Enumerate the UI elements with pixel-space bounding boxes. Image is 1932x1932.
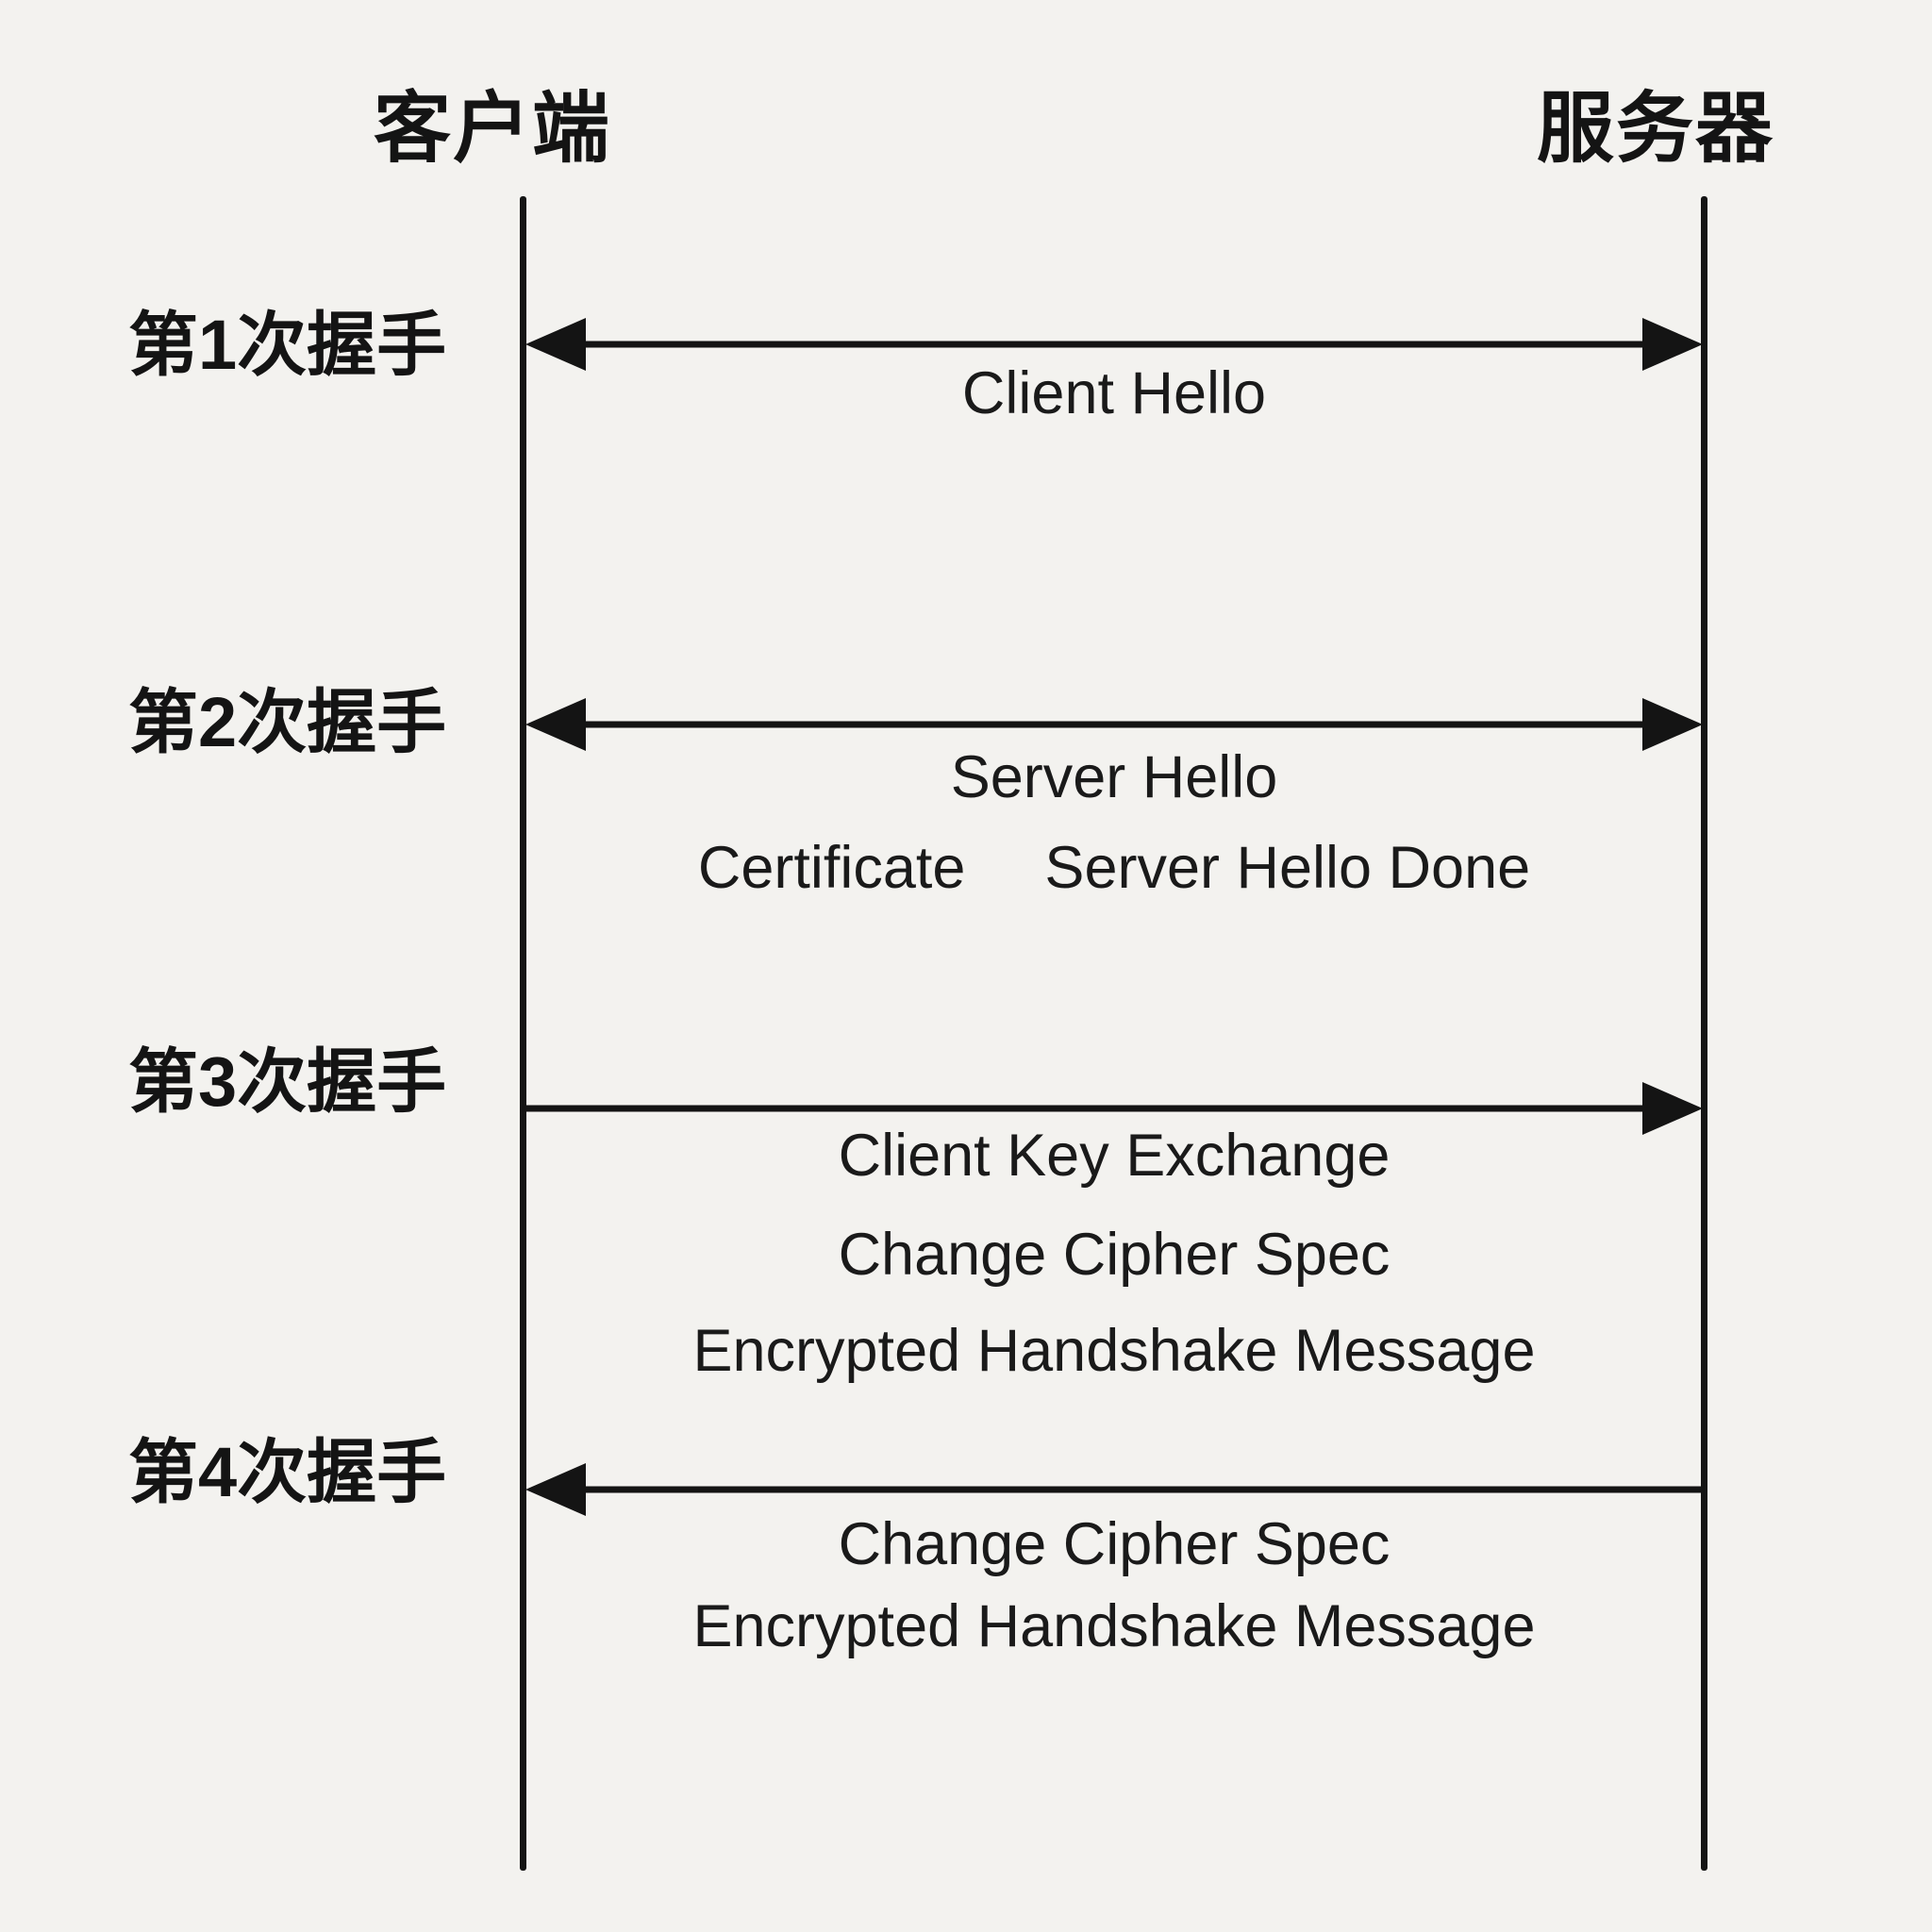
step-3-label: 第3次握手	[128, 1042, 447, 1121]
handshake-1-arrow	[525, 318, 1703, 371]
message-certificate-line: Certificate Server Hello Done	[524, 839, 1705, 898]
handshake-4-arrow	[525, 1463, 1705, 1516]
client-lifeline	[520, 196, 526, 1871]
message-client-key-exchange: Client Key Exchange	[838, 1123, 1391, 1189]
client-actor-label: 客户端	[373, 86, 611, 172]
message-change-cipher-spec-1: Change Cipher Spec	[838, 1222, 1391, 1288]
step-2-label: 第2次握手	[128, 683, 447, 761]
step-1-label: 第1次握手	[128, 306, 447, 384]
server-lifeline	[1701, 196, 1707, 1871]
handshake-2-arrow	[525, 698, 1703, 751]
message-encrypted-handshake-1: Encrypted Handshake Message	[692, 1318, 1536, 1384]
message-server-hello-done: Server Hello Done	[1044, 835, 1531, 901]
message-client-hello: Client Hello	[961, 360, 1267, 426]
message-encrypted-handshake-2: Encrypted Handshake Message	[692, 1593, 1536, 1659]
message-certificate: Certificate	[697, 835, 966, 901]
step-4-label: 第4次握手	[128, 1433, 447, 1511]
message-change-cipher-spec-2: Change Cipher Spec	[838, 1511, 1391, 1577]
handshake-3-arrow	[524, 1082, 1703, 1135]
server-actor-label: 服务器	[1536, 86, 1774, 172]
message-server-hello: Server Hello	[950, 744, 1278, 810]
